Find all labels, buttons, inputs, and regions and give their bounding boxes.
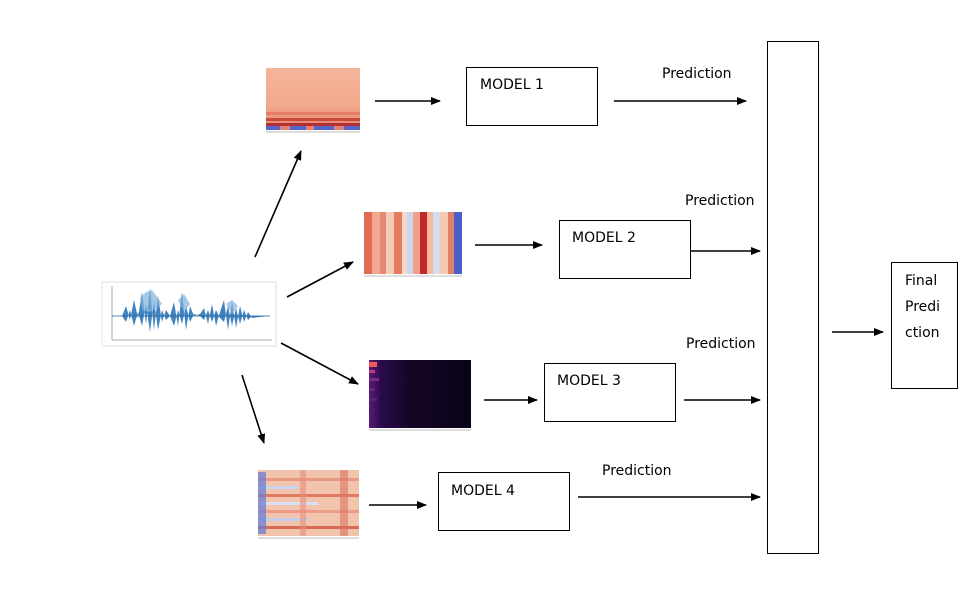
prediction-label-1: Prediction bbox=[662, 66, 732, 82]
spectrogram-thumbnail-4 bbox=[258, 470, 359, 539]
model-3-box bbox=[544, 363, 676, 422]
arrow-wave-to-spec4 bbox=[241, 374, 266, 444]
final-line-1: Final bbox=[905, 273, 938, 289]
arrow-wave-to-spec2 bbox=[286, 261, 354, 298]
waveform-thumbnail bbox=[101, 281, 277, 347]
model-4-label: MODEL 4 bbox=[451, 483, 515, 499]
prediction-label-3: Prediction bbox=[686, 336, 756, 352]
final-prediction-box bbox=[891, 262, 958, 389]
ensemble-bar bbox=[767, 41, 819, 554]
final-line-3: ction bbox=[905, 325, 940, 341]
arrow-wave-to-spec3 bbox=[280, 342, 359, 385]
final-line-2: Predi bbox=[905, 299, 941, 315]
spectrogram-thumbnail-3 bbox=[369, 360, 471, 431]
final-prediction-label: Final Predi ction bbox=[905, 268, 965, 346]
model-1-label: MODEL 1 bbox=[480, 77, 544, 93]
prediction-label-4: Prediction bbox=[602, 463, 672, 479]
model-2-box bbox=[559, 220, 691, 279]
spectrogram-thumbnail-2 bbox=[364, 212, 462, 277]
prediction-label-2: Prediction bbox=[685, 193, 755, 209]
model-2-label: MODEL 2 bbox=[572, 230, 636, 246]
spectrogram-thumbnail-1 bbox=[266, 68, 360, 133]
arrow-wave-to-spec1 bbox=[254, 150, 302, 258]
model-1-box bbox=[466, 67, 598, 126]
model-3-label: MODEL 3 bbox=[557, 373, 621, 389]
model-4-box bbox=[438, 472, 570, 531]
